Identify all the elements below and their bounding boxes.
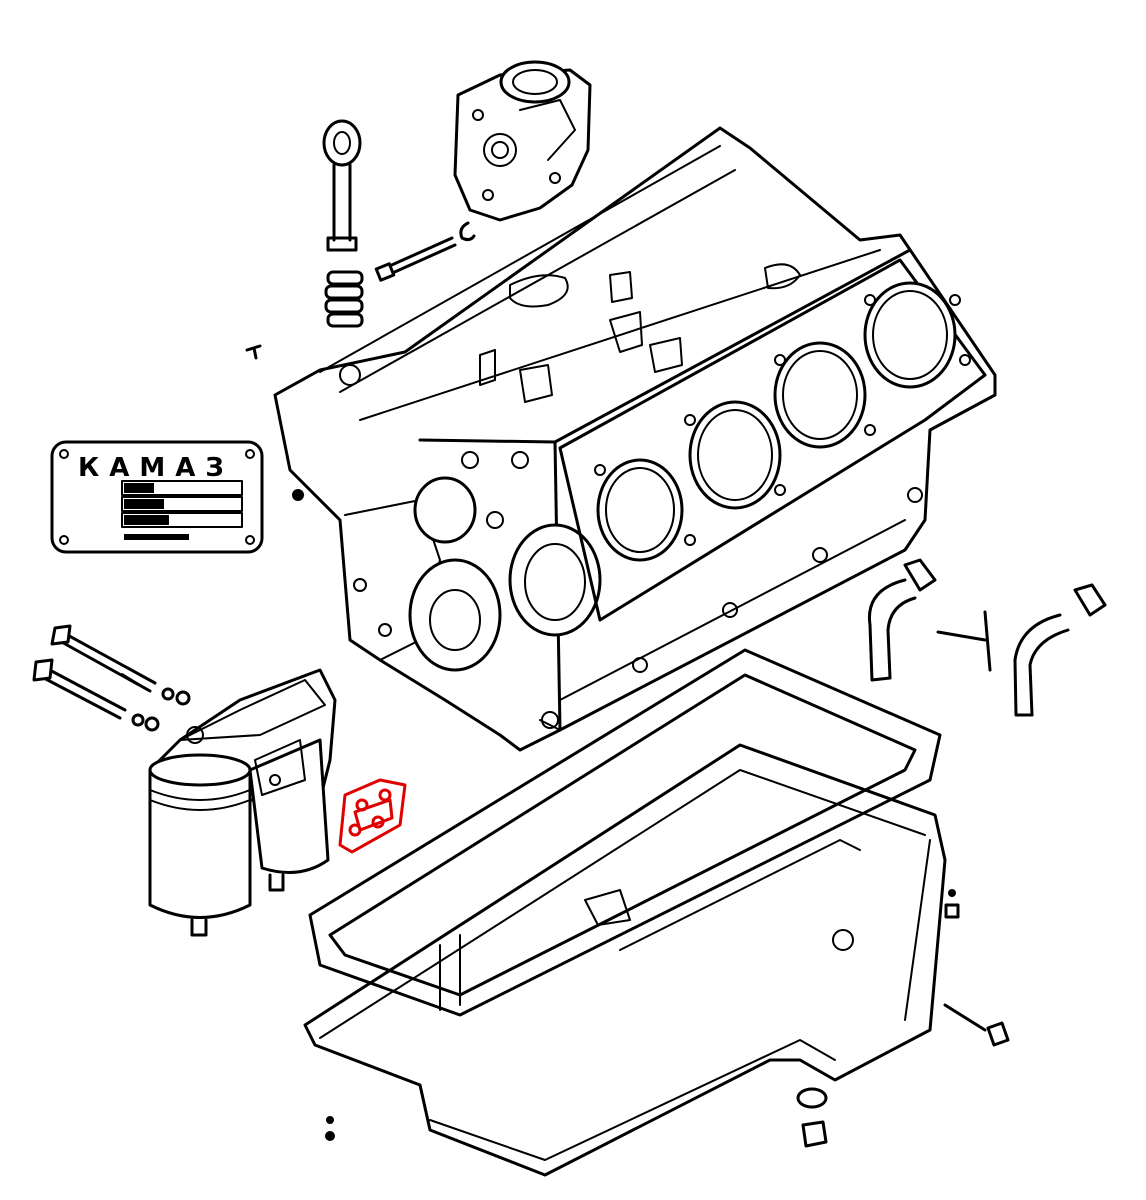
bolt-part[interactable]	[374, 236, 457, 282]
nameplate-brand: КАМАЗ	[78, 453, 234, 483]
oil-filter-assembly-part[interactable]	[148, 668, 337, 937]
screw-part[interactable]	[245, 344, 262, 360]
clip-part[interactable]	[459, 221, 476, 242]
fastener-part[interactable]	[325, 889, 960, 1141]
oil-pan-part[interactable]	[303, 743, 947, 1177]
dipstick-part[interactable]	[322, 119, 362, 252]
engine-block-part[interactable]	[273, 126, 997, 752]
filter-bolt-short[interactable]	[32, 658, 127, 720]
nameplate: КАМАЗ	[50, 440, 264, 554]
rivet-part[interactable]	[292, 489, 304, 501]
breather-pipe-left[interactable]	[867, 558, 937, 682]
breather-pipe-right[interactable]	[1013, 583, 1107, 717]
plug-part[interactable]	[943, 1003, 1010, 1047]
drain-plug-part[interactable]	[796, 1087, 828, 1148]
thermostat-housing-part[interactable]	[453, 60, 592, 222]
arrow-indicator	[936, 610, 992, 672]
oil-pan-gasket-part[interactable]	[308, 648, 942, 1017]
dipstick-seal-part[interactable]	[324, 270, 364, 328]
filter-bolt-long[interactable]	[50, 624, 157, 693]
washer-part[interactable]	[131, 687, 191, 732]
oil-filter-gasket-highlighted[interactable]	[338, 778, 407, 854]
